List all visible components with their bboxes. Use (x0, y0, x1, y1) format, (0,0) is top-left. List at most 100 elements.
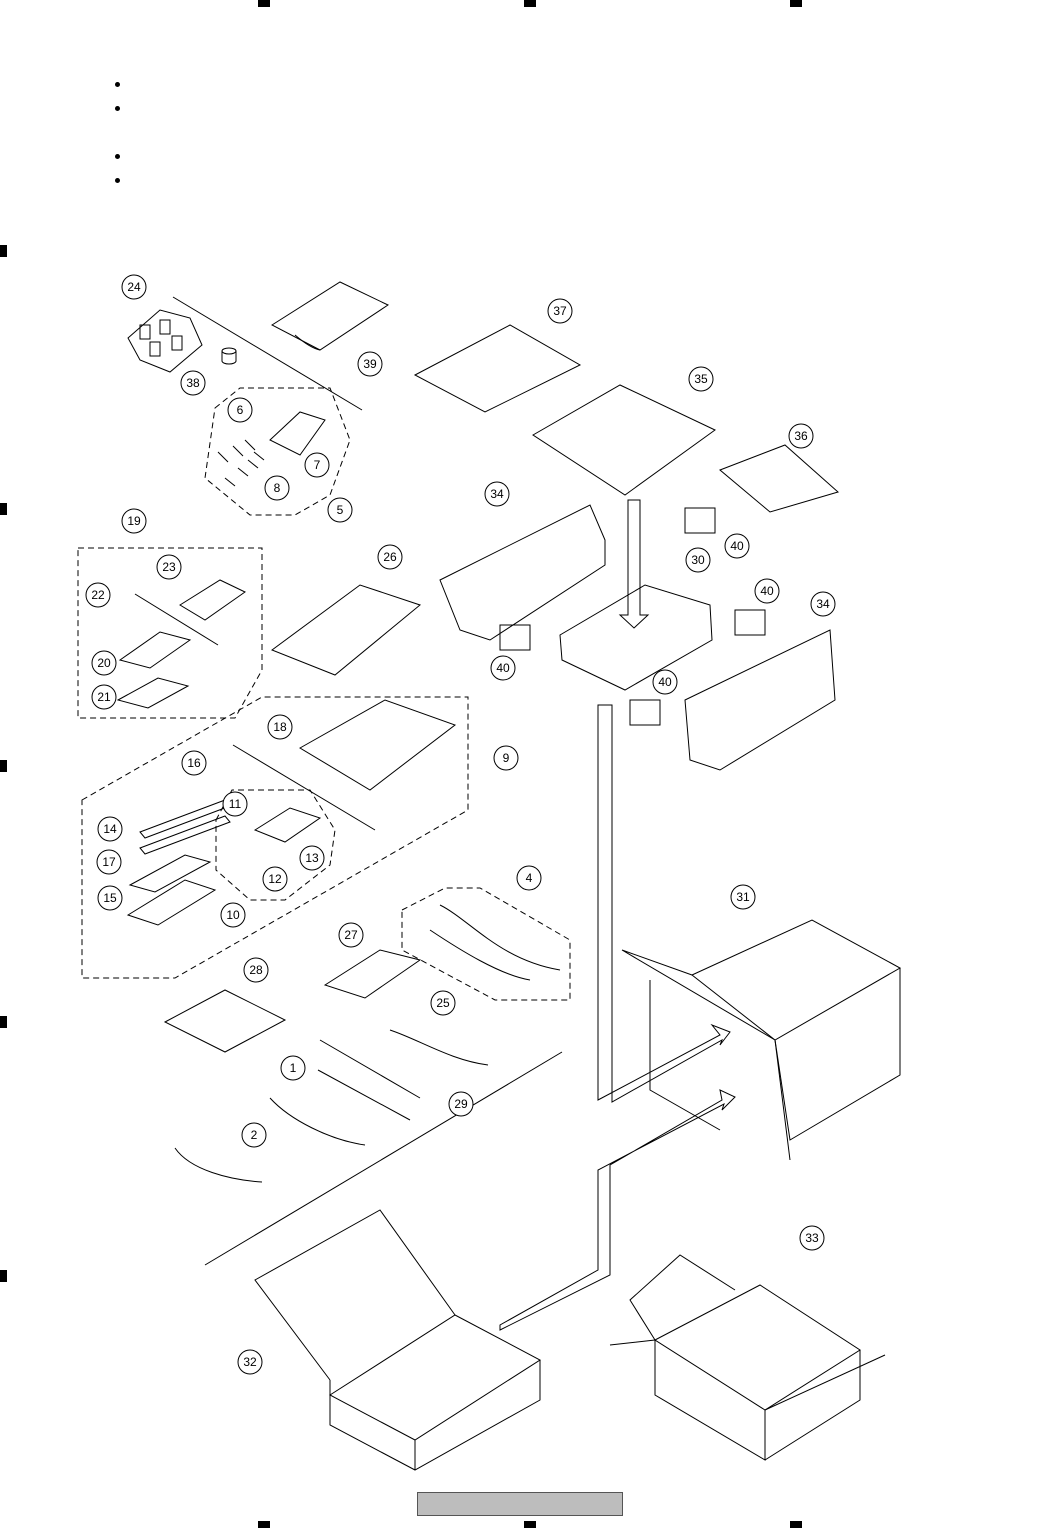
callout-36: 36 (788, 423, 814, 449)
bullet (115, 178, 120, 183)
remote-part (323, 949, 422, 999)
callout-circle (430, 990, 456, 1016)
callout-circle (121, 274, 147, 300)
registration-mark (790, 1521, 802, 1528)
callout-21: 21 (91, 684, 117, 710)
callout-label: 2 (251, 1128, 258, 1142)
small-bag-part (269, 411, 326, 456)
callout-circle (237, 1349, 263, 1375)
callout-circle (810, 591, 836, 617)
callout-label: 30 (691, 553, 705, 567)
callout-31: 31 (730, 884, 756, 910)
callout-5: 5 (327, 497, 353, 523)
callout-33: 33 (799, 1225, 825, 1251)
connector-card-part (270, 584, 422, 676)
registration-mark (524, 0, 536, 7)
callout-label: 31 (736, 890, 750, 904)
registration-mark (0, 245, 7, 257)
group-outline-5 (204, 387, 351, 516)
block-part (734, 609, 766, 636)
callout-circle (799, 1225, 825, 1251)
callout-38: 38 (180, 370, 206, 396)
manual-part (413, 324, 582, 413)
leader-line (134, 593, 219, 646)
callout-label: 6 (237, 403, 244, 417)
callout-label: 14 (103, 822, 117, 836)
callout-circle (299, 845, 325, 871)
bullet (115, 82, 120, 87)
callout-circle (220, 902, 246, 928)
callout-circle (91, 684, 117, 710)
callout-circle (357, 351, 383, 377)
large-bag-part (299, 699, 457, 791)
callout-40: 40 (490, 655, 516, 681)
callout-40: 40 (754, 578, 780, 604)
callout-20: 20 (91, 650, 117, 676)
callout-circle (91, 650, 117, 676)
callout-2: 2 (241, 1122, 267, 1148)
callout-circle (227, 397, 253, 423)
callout-circle (484, 481, 510, 507)
strip-part (139, 815, 231, 855)
group-outline-4 (401, 887, 571, 1001)
callout-label: 17 (102, 855, 116, 869)
callout-30: 30 (685, 547, 711, 573)
callout-label: 40 (658, 675, 672, 689)
callout-circle (547, 298, 573, 324)
cylinder-part (221, 347, 237, 365)
leader-line (204, 1051, 563, 1266)
callout-label: 4 (526, 871, 533, 885)
registration-mark (258, 1521, 270, 1528)
callout-8: 8 (264, 475, 290, 501)
callout-circle (304, 452, 330, 478)
callout-40: 40 (724, 533, 750, 559)
block-part (629, 699, 661, 726)
cable-tray-part (719, 444, 840, 513)
callout-circle (490, 655, 516, 681)
callout-label: 22 (91, 588, 105, 602)
callout-7: 7 (304, 452, 330, 478)
callout-35: 35 (688, 366, 714, 392)
cable-part (389, 1029, 489, 1066)
callout-label: 32 (243, 1355, 257, 1369)
cable-part (429, 904, 561, 981)
callout-label: 5 (337, 503, 344, 517)
callout-label: 1 (290, 1061, 297, 1075)
callout-label: 15 (103, 891, 117, 905)
callout-label: 24 (127, 280, 141, 294)
callout-16: 16 (181, 750, 207, 776)
cable-part (174, 1147, 263, 1183)
callout-circle (652, 669, 678, 695)
callout-label: 21 (97, 690, 111, 704)
callout-label: 13 (305, 851, 319, 865)
footer-bar (417, 1492, 623, 1516)
flow-arrow (499, 1089, 736, 1331)
callout-label: 29 (454, 1097, 468, 1111)
callout-label: 39 (363, 357, 377, 371)
callout-label: 9 (503, 751, 510, 765)
registration-mark (524, 1521, 536, 1528)
callout-label: 40 (760, 584, 774, 598)
callout-40: 40 (652, 669, 678, 695)
block-part (499, 624, 531, 651)
callout-label: 34 (816, 597, 830, 611)
callout-label: 20 (97, 656, 111, 670)
callout-34: 34 (484, 481, 510, 507)
callout-32: 32 (237, 1349, 263, 1375)
callout-22: 22 (85, 582, 111, 608)
callout-circle (493, 745, 519, 771)
callout-circle (243, 957, 269, 983)
callout-circle (222, 791, 248, 817)
callout-label: 35 (694, 372, 708, 386)
callout-label: 26 (383, 550, 397, 564)
callout-15: 15 (97, 885, 123, 911)
callout-circle (327, 497, 353, 523)
callout-39: 39 (357, 351, 383, 377)
callout-4: 4 (516, 865, 542, 891)
callout-label: 23 (162, 560, 176, 574)
callout-label: 19 (127, 514, 141, 528)
callout-label: 8 (274, 481, 281, 495)
group-outline-10 (215, 789, 336, 901)
callout-27: 27 (338, 922, 364, 948)
